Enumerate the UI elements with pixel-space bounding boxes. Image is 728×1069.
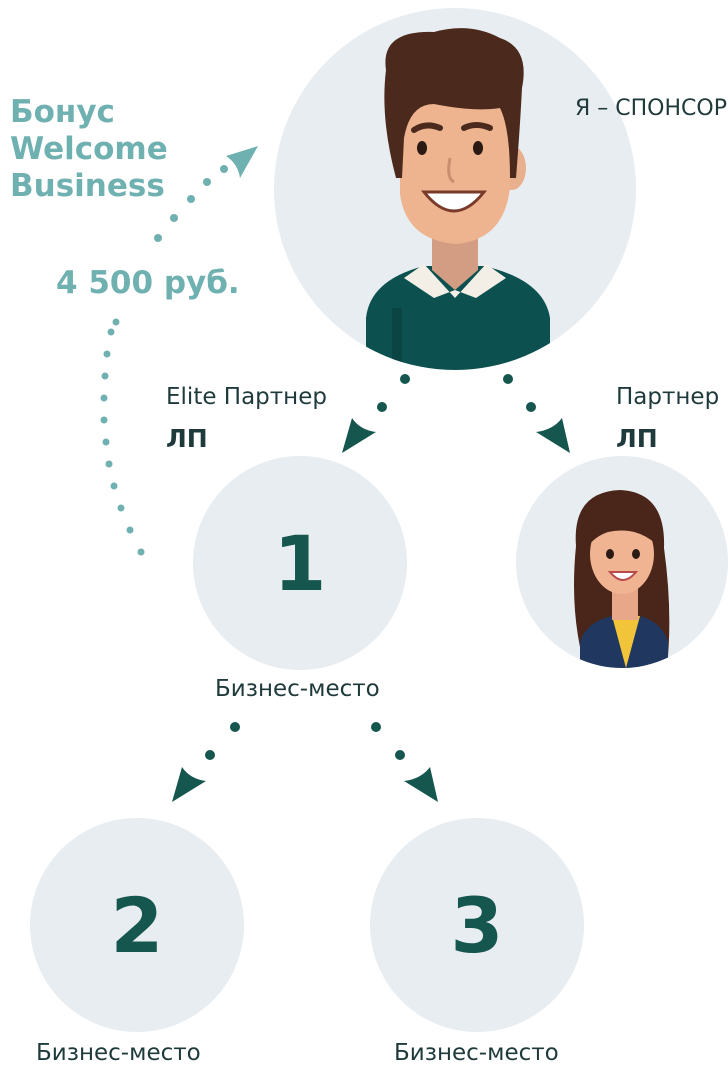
elite-partner-label: Elite Партнер	[166, 384, 327, 410]
business-place-1-label: Бизнес-место	[215, 676, 380, 702]
business-place-2-circle: 2	[30, 818, 244, 1032]
business-place-2-label: Бизнес-место	[36, 1040, 201, 1066]
bonus-title-line1: Бонус	[10, 94, 115, 130]
partner-avatar-circle	[516, 456, 728, 668]
bonus-title-line3: Business	[10, 168, 165, 204]
business-place-1-number: 1	[273, 519, 327, 608]
business-place-2-number: 2	[110, 881, 164, 970]
partner-label: Партнер	[616, 384, 720, 410]
business-place-3-label: Бизнес-место	[394, 1040, 559, 1066]
partner-avatar	[574, 490, 670, 668]
bonus-amount: 4 500 руб.	[56, 265, 240, 301]
business-place-3-number: 3	[450, 881, 504, 970]
business-place-3-circle: 3	[370, 818, 584, 1032]
sponsor-label: Я – СПОНСОР	[575, 96, 727, 121]
elite-partner-tag: ЛП	[166, 424, 208, 453]
bonus-title: Бонус Welcome Business	[10, 94, 168, 205]
sponsor-avatar-circle	[274, 8, 636, 370]
sponsor-avatar	[366, 28, 550, 370]
partner-tag: ЛП	[616, 424, 658, 453]
business-place-1-circle: 1	[193, 456, 407, 670]
bonus-title-line2: Welcome	[10, 131, 168, 167]
